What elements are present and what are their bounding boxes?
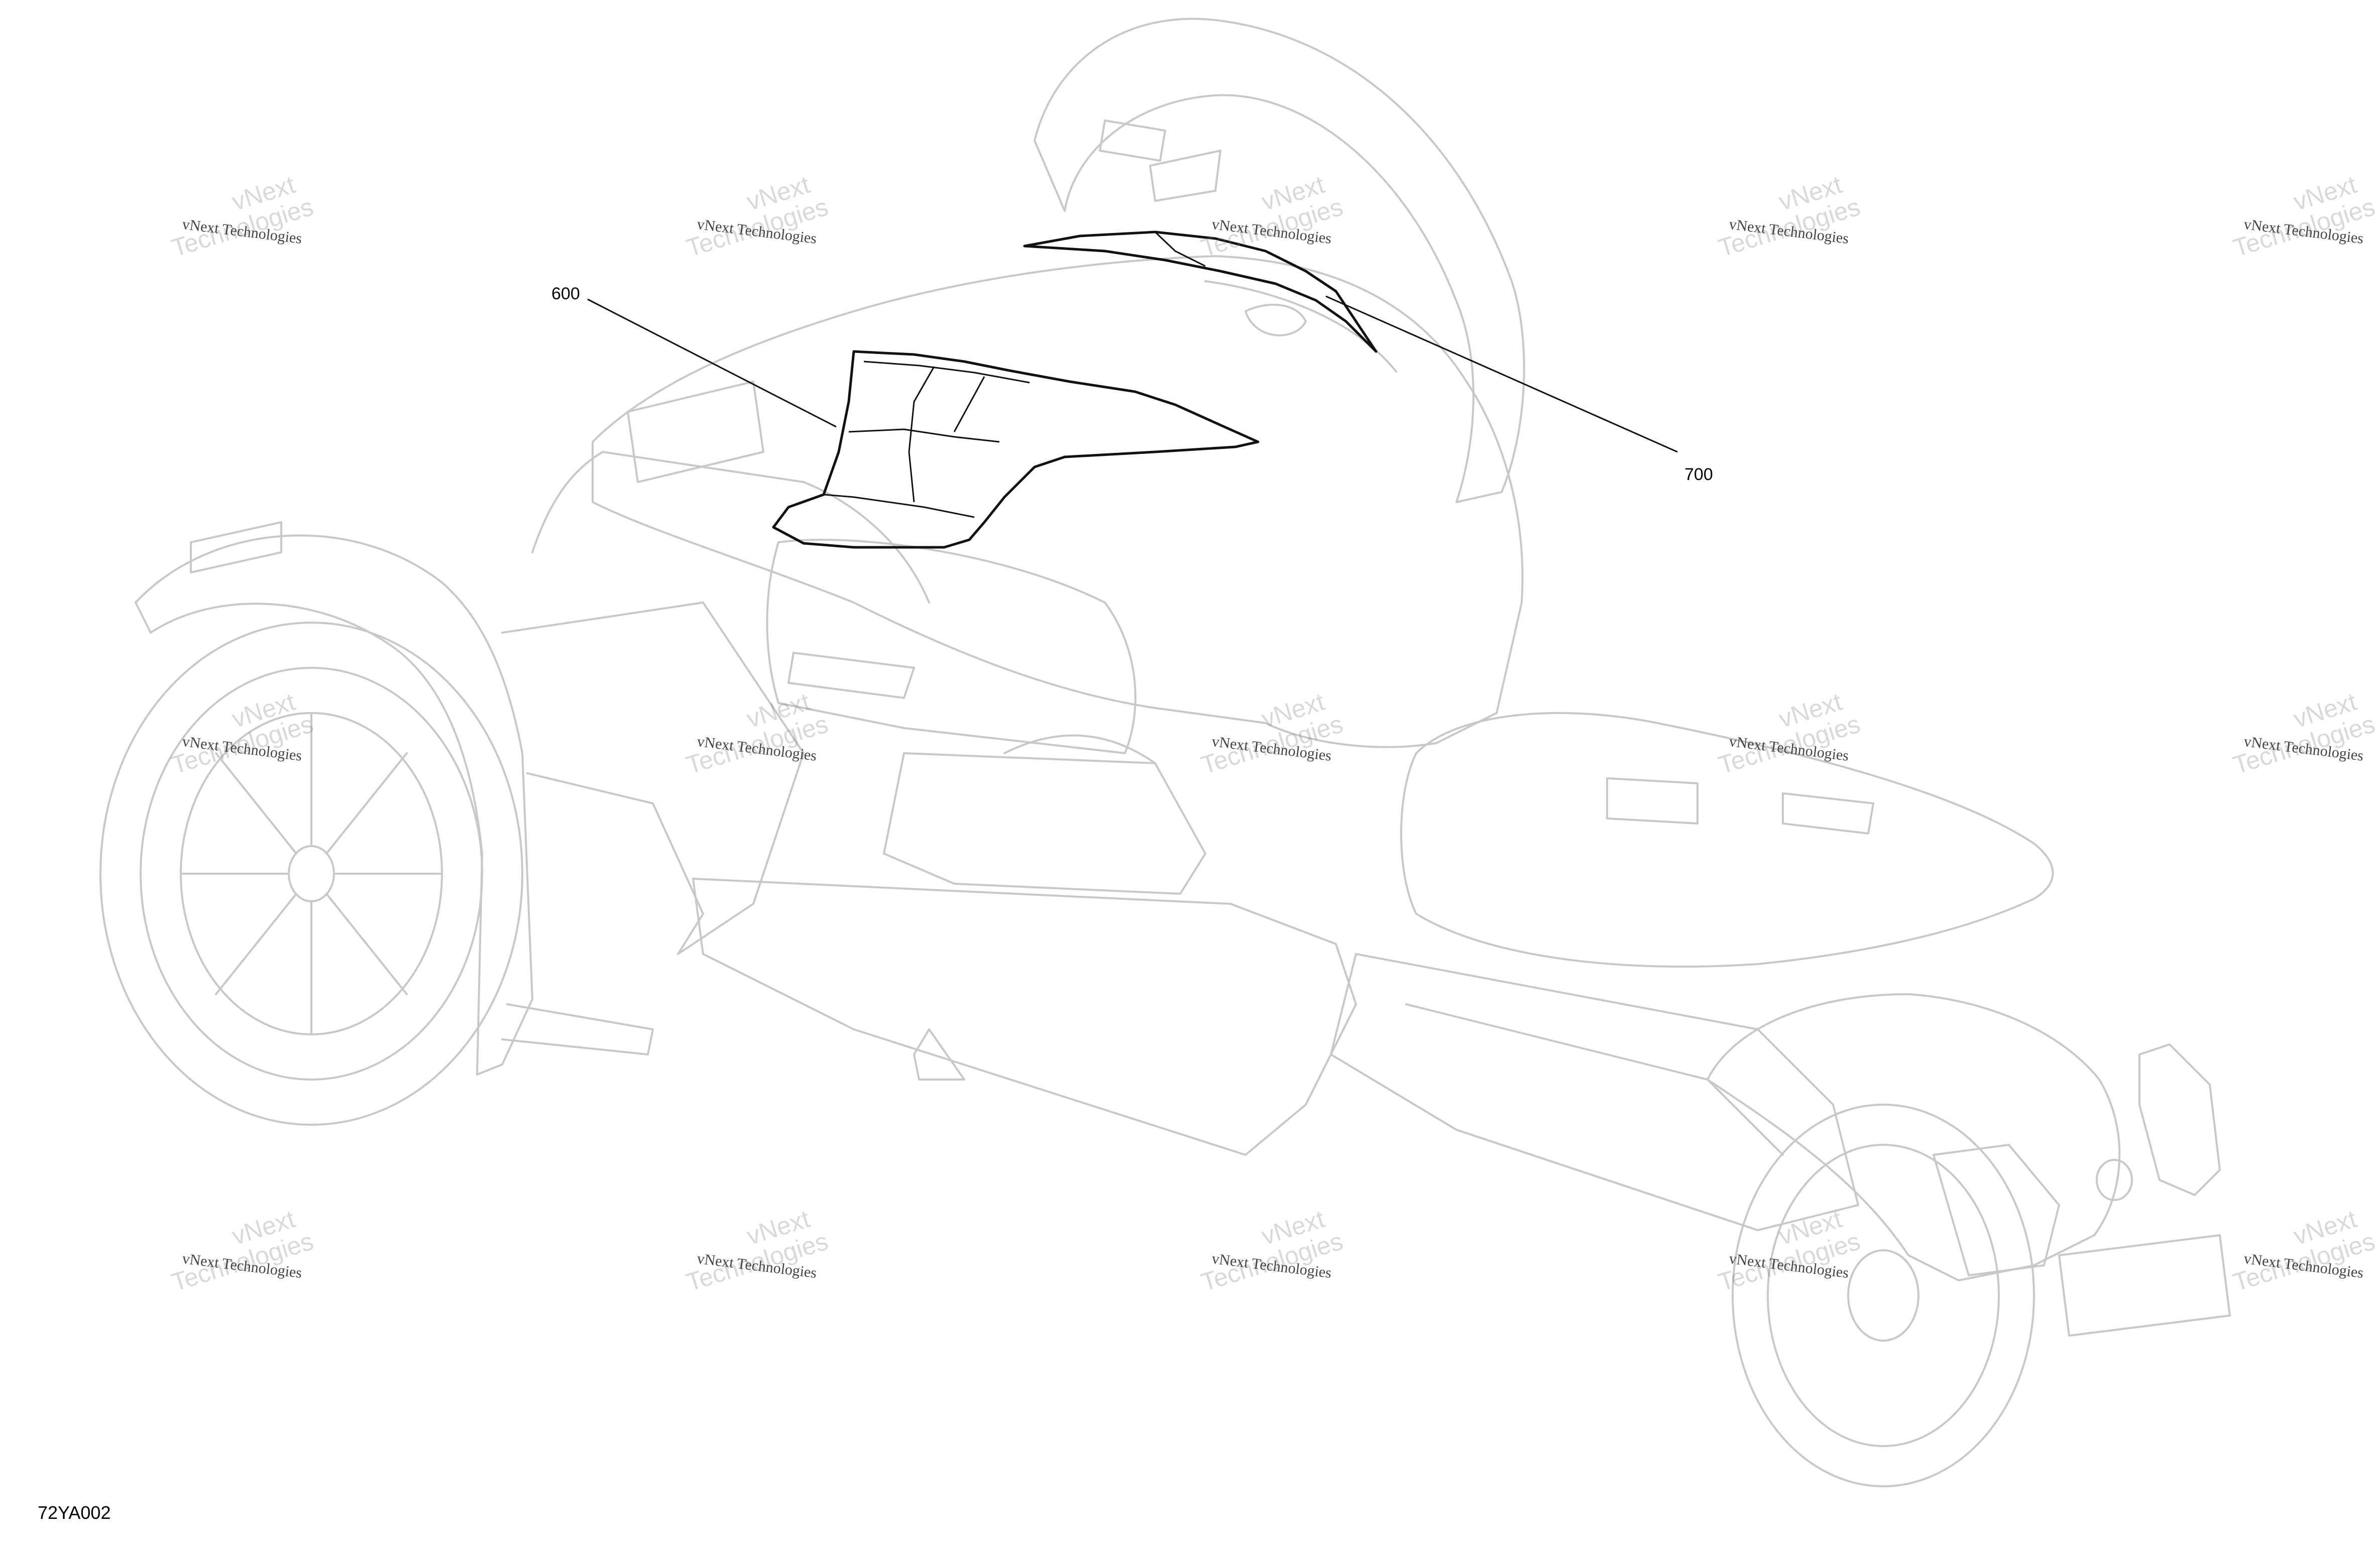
callout-label-600: 600 — [551, 284, 580, 303]
figure-id: 72YA002 — [38, 1502, 111, 1523]
rear-fender-top — [1034, 18, 1525, 503]
part-700-outline — [1023, 230, 1378, 353]
rear-tail — [1707, 993, 2231, 1337]
front-left-wheel — [99, 622, 523, 1126]
part-600-outline — [772, 350, 1260, 549]
leader-line-700 — [1325, 295, 1678, 453]
leader-lines — [587, 295, 1678, 453]
main-body — [531, 255, 1524, 754]
front-fender — [135, 521, 654, 1076]
rear-wheel — [1732, 1104, 2035, 1487]
leader-line-600 — [587, 298, 837, 428]
frame-lower — [501, 602, 1357, 1156]
rear-swingarm — [1330, 953, 1859, 1231]
callout-label-700: 700 — [1684, 465, 1713, 484]
seat — [1400, 712, 2054, 968]
